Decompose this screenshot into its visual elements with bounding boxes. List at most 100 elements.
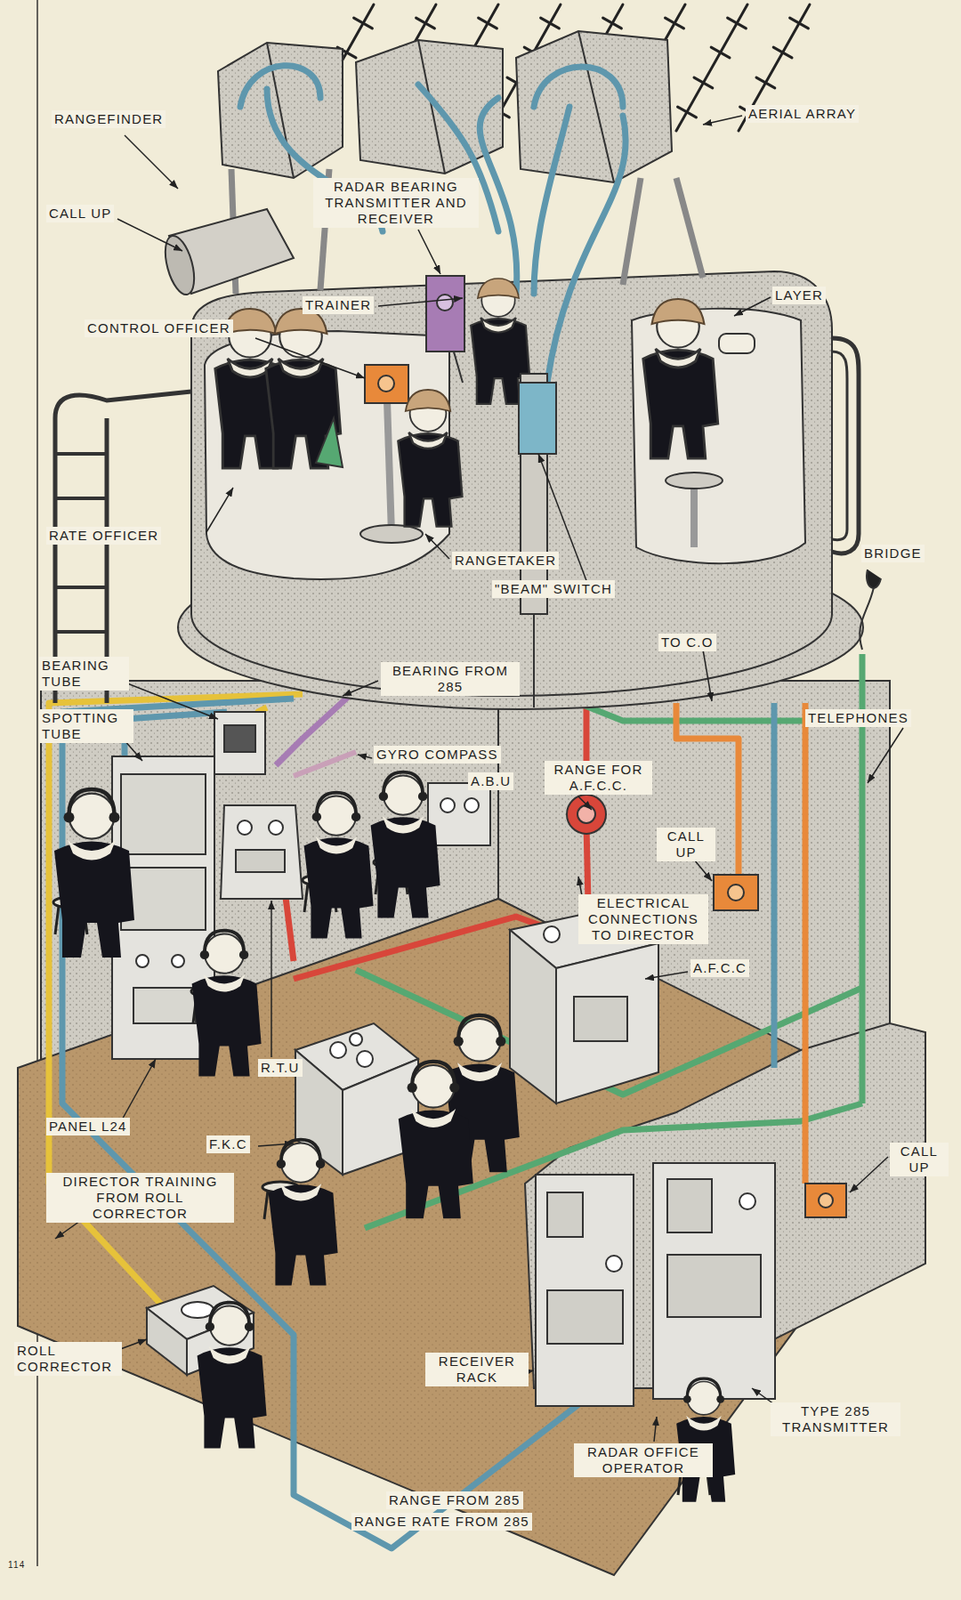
director-tower-part: [516, 31, 672, 183]
part-label: RANGEFINDER: [51, 110, 166, 129]
plot-crew-part: [197, 1302, 267, 1449]
plotting-equipment-part: [146, 1308, 187, 1375]
cable-runs: [48, 654, 863, 1549]
cable-runs-part: [293, 751, 356, 776]
plotting-equipment-part: [330, 1041, 347, 1058]
plotting-equipment-part: [805, 1183, 847, 1218]
part-label: BEARING TUBE: [39, 656, 130, 691]
leader-arrows-part: [645, 971, 688, 979]
director-tower-part: [622, 177, 641, 285]
plotting-equipment-part: [356, 1050, 373, 1067]
bridge-telephone-part: [859, 587, 874, 650]
director-crew-part: [426, 275, 465, 352]
director-crew-part: [718, 333, 755, 354]
part-label: BEARING FROM 285: [380, 662, 520, 696]
plot-crew-part: [192, 930, 262, 1077]
part-label: 114: [5, 1558, 29, 1572]
plotting-equipment-part: [214, 711, 266, 775]
plotting-equipment-part: [224, 725, 256, 752]
director-crew-part: [690, 480, 698, 548]
director-crew-part: [665, 472, 723, 489]
cable-runs-part: [284, 889, 294, 961]
plotting-equipment-part: [739, 1193, 756, 1210]
director-tower-part: [831, 351, 848, 541]
lower-compartment: [17, 680, 926, 1575]
part-label: TELEPHONES: [805, 709, 912, 727]
director-crew-part: [378, 375, 395, 392]
leader-arrows-part: [342, 680, 379, 696]
leader-arrows-part: [578, 796, 592, 810]
bridge-telephone: [859, 569, 881, 650]
part-label: TRAINER: [302, 296, 374, 315]
part-label: RADAR OFFICE OPERATOR: [573, 1443, 713, 1478]
plotting-equipment-part: [509, 929, 557, 1104]
cable-runs-part: [802, 702, 809, 1184]
director-crew-part: [315, 418, 343, 468]
part-label: CALL UP: [46, 204, 114, 223]
cable-runs-part: [124, 711, 227, 757]
plotting-equipment-part: [547, 1290, 623, 1344]
plotting-equipment-part: [727, 884, 744, 901]
part-label: DIRECTOR TRAINING FROM ROLL CORRECTOR: [46, 1172, 235, 1223]
leader-arrows-part: [206, 487, 234, 533]
plotting-equipment-part: [464, 798, 479, 813]
leader-arrows-part: [270, 900, 273, 1058]
cable-runs-part: [62, 698, 623, 1549]
plotting-equipment-part: [133, 987, 196, 1024]
part-label: TYPE 285 TRANSMITTER: [770, 1402, 901, 1437]
leader-arrows-part: [357, 754, 372, 759]
part-label: RANGE FROM 285: [386, 1491, 524, 1510]
plotting-equipment-part: [268, 820, 283, 835]
director-cables-part: [533, 66, 623, 107]
director-crew-part: [360, 524, 423, 543]
lower-compartment-part: [17, 898, 926, 1575]
plotting-equipment-part: [566, 794, 606, 834]
director-tower-part: [676, 177, 703, 278]
part-label: ELECTRICAL CONNECTIONS TO DIRECTOR: [578, 894, 709, 945]
leader-arrows-part: [378, 298, 463, 307]
cable-runs-part: [771, 702, 778, 1068]
leader-arrows-part: [124, 135, 178, 189]
part-label: CALL UP: [889, 1142, 949, 1177]
part-label: "BEAM" SWITCH: [492, 580, 615, 598]
part-label: R.T.U: [258, 1058, 303, 1077]
part-label: LAYER: [772, 286, 826, 305]
plotting-equipment-part: [556, 943, 659, 1104]
director-crew-part: [643, 298, 719, 459]
director-tower-part: [55, 496, 107, 501]
plotting-equipment-part: [713, 874, 759, 911]
director-crew-part: [436, 294, 453, 311]
director-crew-part: [518, 382, 557, 454]
leader-arrows-part: [120, 1058, 156, 1123]
part-label: AERIAL ARRAY: [745, 104, 859, 123]
director-crew-part: [364, 364, 409, 404]
director-tower-part: [55, 585, 107, 590]
leader-arrows-part: [702, 649, 712, 702]
leader-arrows-part: [425, 533, 450, 559]
leader-arrows-part: [734, 297, 771, 316]
leader-arrows-part: [849, 1156, 889, 1193]
part-label: RATE OFFICER: [46, 526, 162, 545]
part-label: RECEIVER RACK: [425, 1352, 529, 1387]
director-crew-part: [387, 400, 392, 534]
plotting-equipment-part: [237, 820, 252, 835]
plotting-equipment-part: [171, 954, 185, 968]
part-label: A.F.C.C: [690, 959, 750, 978]
plot-crew-part: [304, 792, 374, 939]
part-label: GYRO COMPASS: [373, 745, 501, 764]
director-tower-part: [55, 391, 192, 419]
plotting-equipment-part: [121, 774, 206, 855]
plotting-equipment-part: [220, 805, 303, 899]
part-label: RADAR BEARING TRANSMITTER AND RECEIVER: [313, 177, 479, 228]
plotting-equipment-part: [181, 1301, 214, 1318]
plotting-equipment-part: [543, 926, 560, 943]
plot-crew-part: [54, 789, 135, 958]
plotting-equipment-part: [547, 1192, 583, 1237]
plotting-equipment-part: [440, 798, 455, 813]
plot-crew-part: [676, 1378, 735, 1503]
director-tower-part: [191, 271, 832, 696]
plot-crew-part: [398, 1061, 474, 1219]
part-label: ROLL CORRECTOR: [14, 1341, 122, 1376]
plotting-equipment-part: [667, 1179, 712, 1233]
